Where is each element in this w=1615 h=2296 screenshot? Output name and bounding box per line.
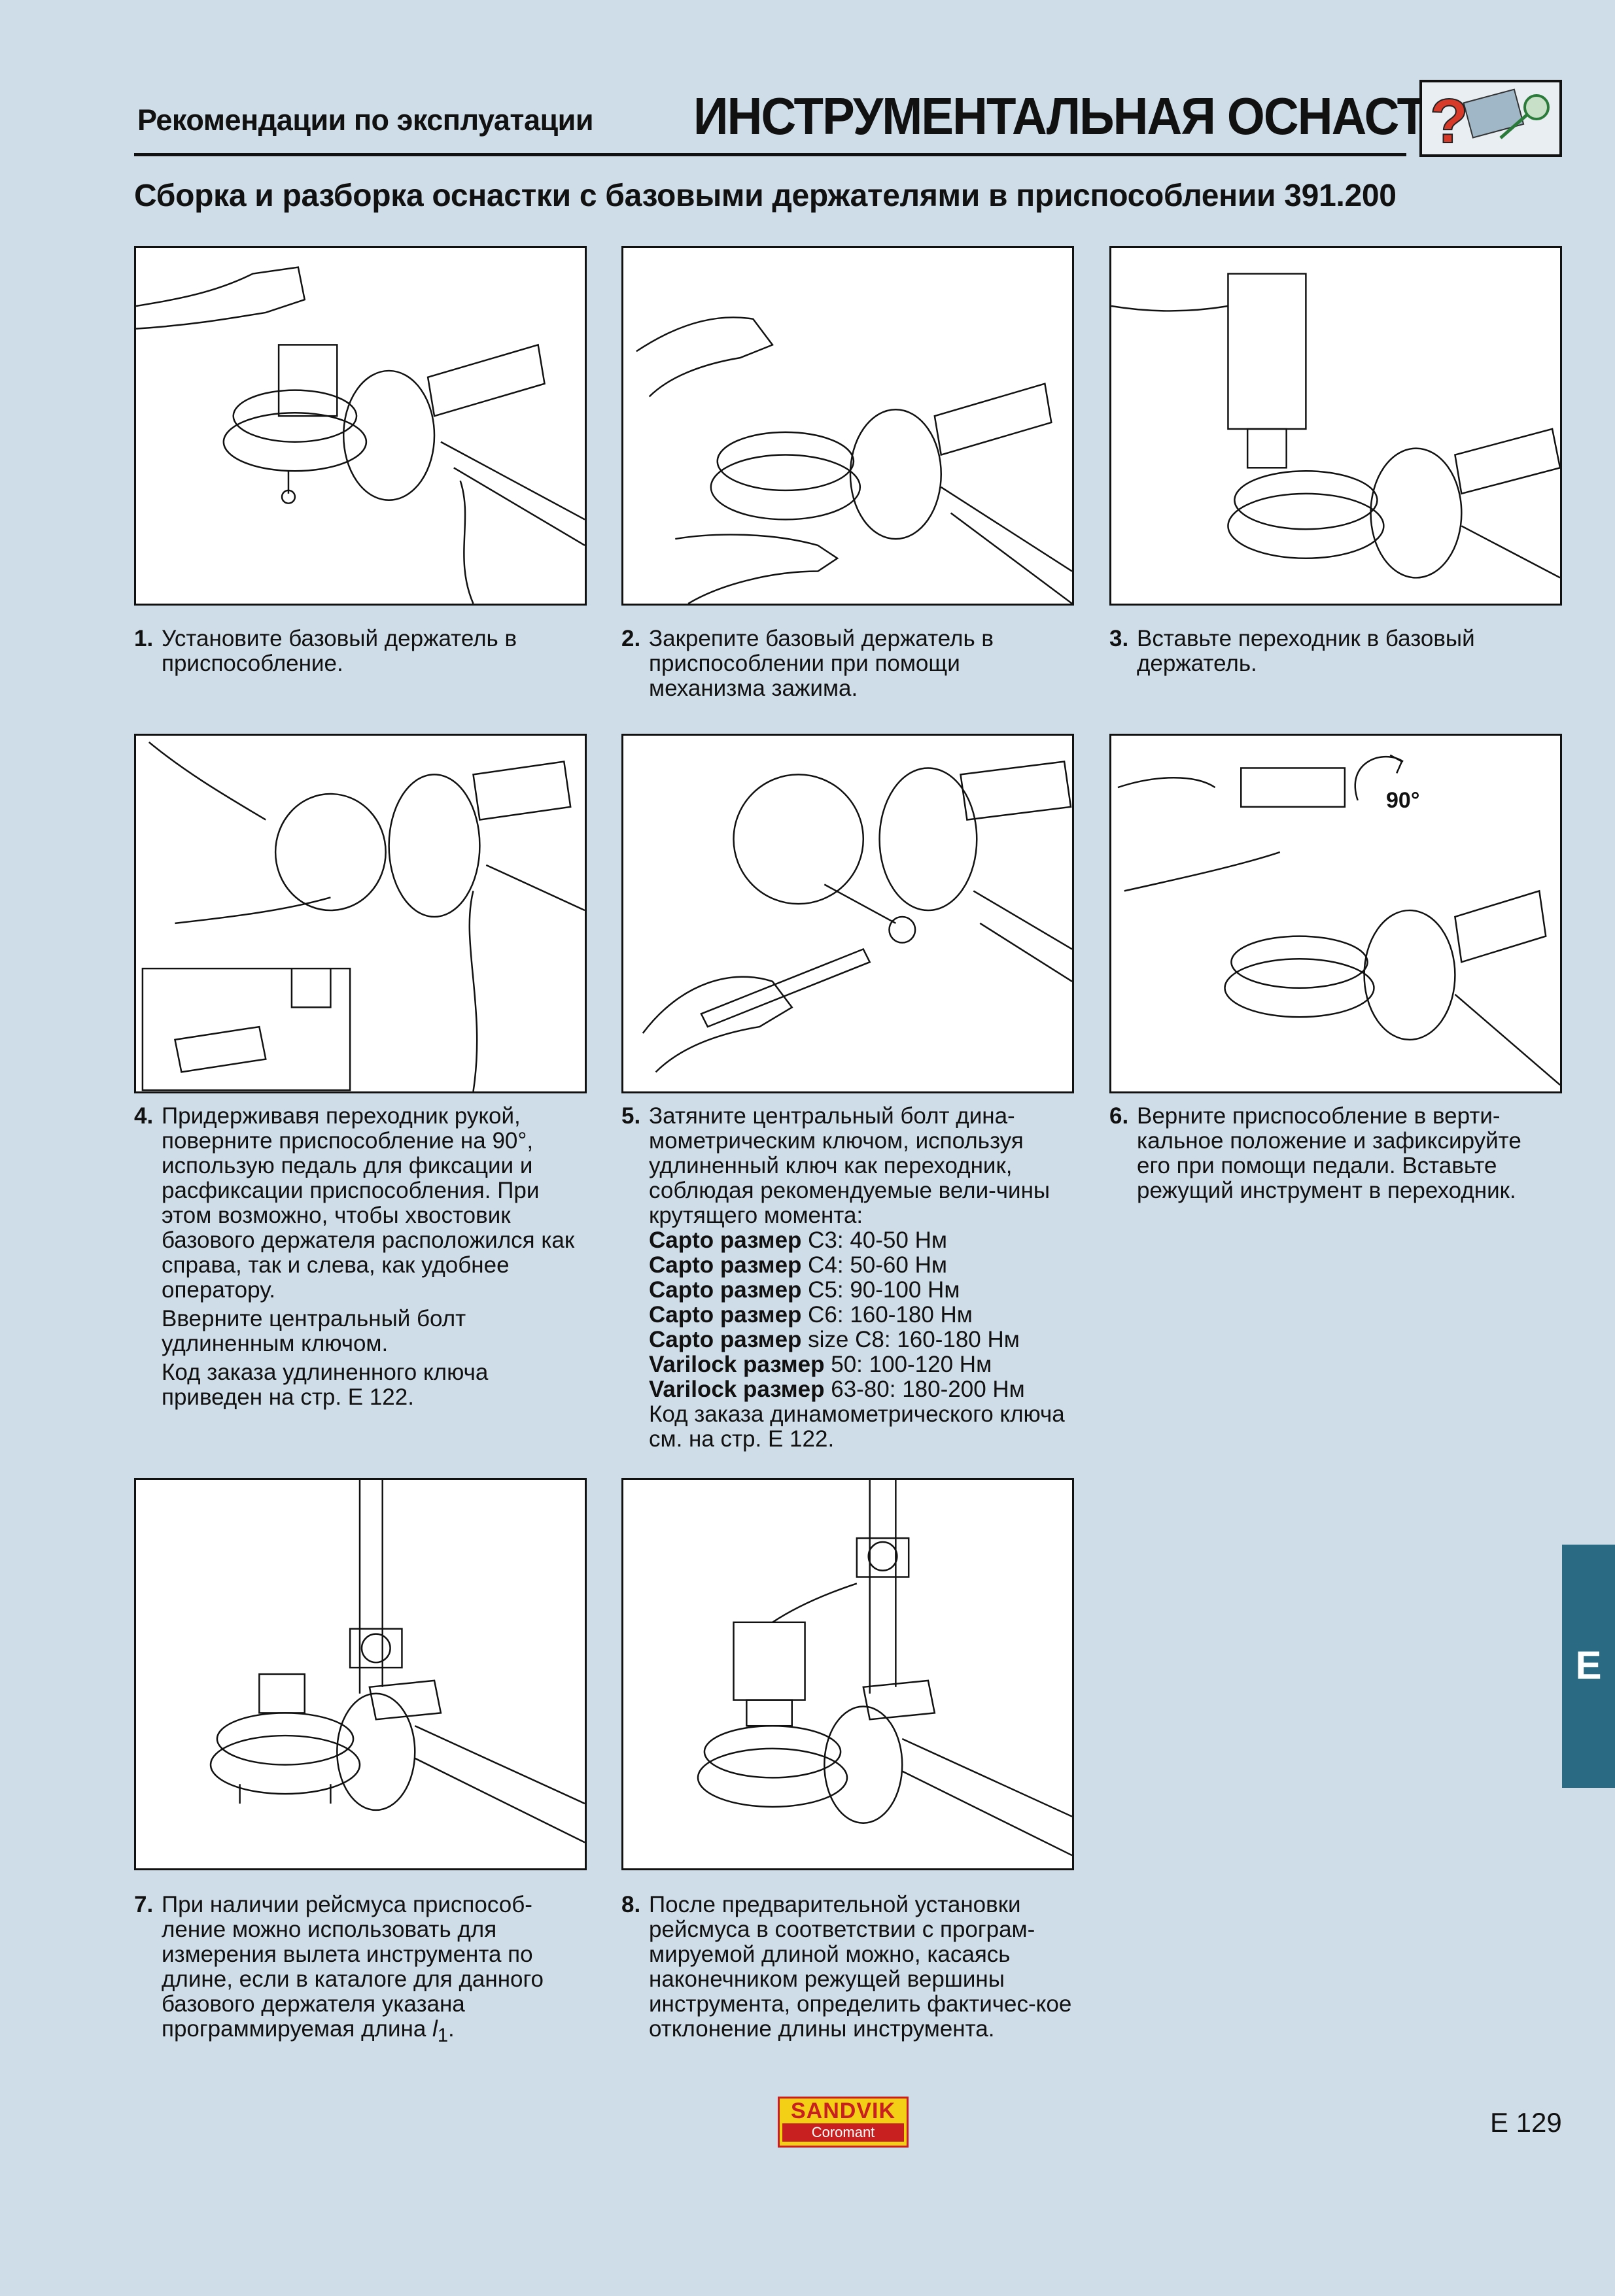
step-number: 1. — [134, 626, 154, 651]
step-number: 3. — [1109, 626, 1129, 651]
step-number: 4. — [134, 1103, 154, 1129]
step-text: При наличии рейсмуса приспособ-ление мож… — [162, 1892, 544, 2042]
section-subtitle: Сборка и разборка оснастки с базовыми де… — [134, 179, 1397, 213]
torque-label: Capto размер — [649, 1277, 802, 1303]
torque-value: size C8: 160-180 Нм — [808, 1327, 1020, 1352]
step-number: 2. — [621, 626, 641, 651]
page-title: ИНСТРУМЕНТАЛЬНАЯ ОСНАСТКА — [693, 87, 1489, 145]
svg-text:?: ? — [1430, 86, 1468, 154]
torque-value: C6: 160-180 Нм — [808, 1302, 973, 1328]
page-number: E 129 — [1490, 2107, 1562, 2138]
step-7-caption: 7. При наличии рейсмуса приспособ-ление … — [134, 1893, 585, 2048]
sandvik-logo: SANDVIK Coromant — [778, 2097, 909, 2148]
torque-value: C3: 40-50 Нм — [808, 1227, 947, 1253]
step-number: 6. — [1109, 1103, 1129, 1129]
illustration-step-1 — [134, 246, 587, 606]
step-text: Придерживавя переходник рукой, поверните… — [162, 1103, 575, 1303]
step-text: После предварительной установки рейсмуса… — [649, 1892, 1072, 2042]
illustration-step-3 — [1109, 246, 1562, 606]
header-rule — [134, 153, 1406, 156]
torque-label: Capto размер — [649, 1302, 802, 1328]
step-text: Код заказа динамометрического ключа см. … — [649, 1401, 1065, 1452]
step-8-caption: 8. После предварительной установки рейсм… — [621, 1893, 1073, 2042]
torque-row: Capto размер size C8: 160-180 Нм — [649, 1328, 1073, 1352]
torque-value: 63-80: 180-200 Нм — [831, 1377, 1025, 1402]
section-label: Рекомендации по эксплуатации — [137, 103, 594, 137]
torque-row: Capto размер C3: 40-50 Нм — [649, 1228, 1073, 1253]
torque-row: Varilock размер 50: 100-120 Нм — [649, 1352, 1073, 1377]
length-subscript: 1 — [437, 2025, 449, 2046]
step-text: Вставьте переходник в базовый держатель. — [1137, 626, 1475, 676]
step-text: Вверните центральный болт удлиненным клю… — [162, 1306, 466, 1356]
torque-value: C5: 90-100 Нм — [808, 1277, 960, 1303]
step-text: Затяните центральный болт дина-мометриче… — [649, 1103, 1051, 1228]
logo-brand: SANDVIK — [790, 2099, 896, 2123]
step-number: 7. — [134, 1892, 154, 1917]
section-tab-letter: E — [1575, 1643, 1602, 1687]
torque-row: Capto размер C5: 90-100 Нм — [649, 1278, 1073, 1303]
torque-label: Capto размер — [649, 1252, 802, 1278]
illustration-step-5 — [621, 734, 1074, 1093]
torque-label: Capto размер — [649, 1327, 802, 1352]
step-5-caption: 5. Затяните центральный болт дина-мометр… — [621, 1104, 1073, 1452]
length-symbol: l — [432, 2016, 438, 2042]
step-2-caption: 2. Закрепите базовый держатель в приспос… — [621, 626, 1073, 701]
illustration-step-6: 90° — [1109, 734, 1562, 1093]
step-4-caption: 4. Придерживавя переходник рукой, поверн… — [134, 1104, 585, 1410]
torque-label: Varilock размер — [649, 1377, 825, 1402]
step-number: 8. — [621, 1892, 641, 1917]
step-text: Закрепите базовый держатель в приспособл… — [649, 626, 994, 701]
illustration-step-2 — [621, 246, 1074, 606]
torque-value: C4: 50-60 Нм — [808, 1252, 947, 1278]
step-text: Установите базовый держатель в приспособ… — [162, 626, 517, 676]
step-3-caption: 3. Вставьте переходник в базовый держате… — [1109, 626, 1561, 676]
step-text: Код заказа удлиненного ключа приведен на… — [162, 1360, 489, 1410]
illustration-step-7 — [134, 1478, 587, 1870]
illustration-step-8 — [621, 1478, 1074, 1870]
logo-sub: Coromant — [782, 2123, 904, 2142]
torque-row: Capto размер C6: 160-180 Нм — [649, 1303, 1073, 1328]
torque-row: Varilock размер 63-80: 180-200 Нм — [649, 1377, 1073, 1402]
step-number: 5. — [621, 1103, 641, 1129]
tools-question-icon: ? — [1419, 80, 1562, 157]
illustration-step-4 — [134, 734, 587, 1093]
step-1-caption: 1. Установите базовый держатель в приспо… — [134, 626, 585, 676]
torque-value: 50: 100-120 Нм — [831, 1352, 992, 1377]
step-text-tail: . — [448, 2016, 455, 2042]
torque-row: Capto размер C4: 50-60 Нм — [649, 1253, 1073, 1278]
torque-label: Varilock размер — [649, 1352, 825, 1377]
step-6-caption: 6. Верните приспособление в верти-кально… — [1109, 1104, 1561, 1203]
step-text: Верните приспособление в верти-кальное п… — [1137, 1103, 1521, 1203]
section-tab: E — [1562, 1545, 1615, 1788]
torque-label: Capto размер — [649, 1227, 802, 1253]
rotation-angle-label: 90° — [1386, 788, 1420, 813]
